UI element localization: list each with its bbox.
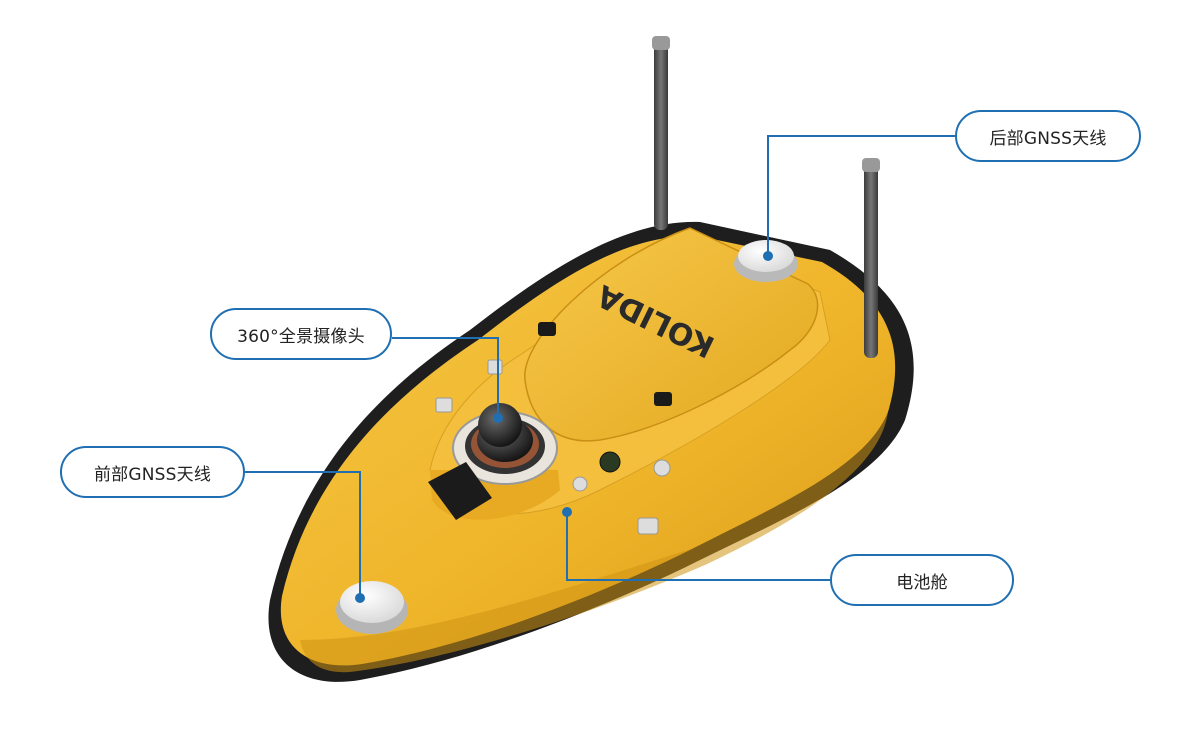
front-sensor-block (428, 462, 492, 520)
lid-knob-icon (538, 322, 672, 406)
battery-hatch-lid (524, 227, 819, 442)
callout-front-gnss-antenna: 前部GNSS天线 (60, 446, 245, 498)
callout-dot-icon (355, 251, 773, 603)
callout-360-camera: 360°全景摄像头 (210, 308, 392, 360)
callout-rear-gnss-antenna: 后部GNSS天线 (955, 110, 1141, 162)
callout-leader-lines (245, 135, 955, 598)
status-light-icon (599, 451, 621, 473)
radio-antenna-left-icon (652, 36, 670, 230)
front-gnss-puck-icon (336, 581, 408, 634)
callout-battery-compartment: 电池舱 (830, 554, 1014, 606)
hull-side-shade (300, 412, 888, 673)
radio-antenna-right-icon (862, 158, 880, 358)
camera-dome-icon (478, 403, 522, 447)
